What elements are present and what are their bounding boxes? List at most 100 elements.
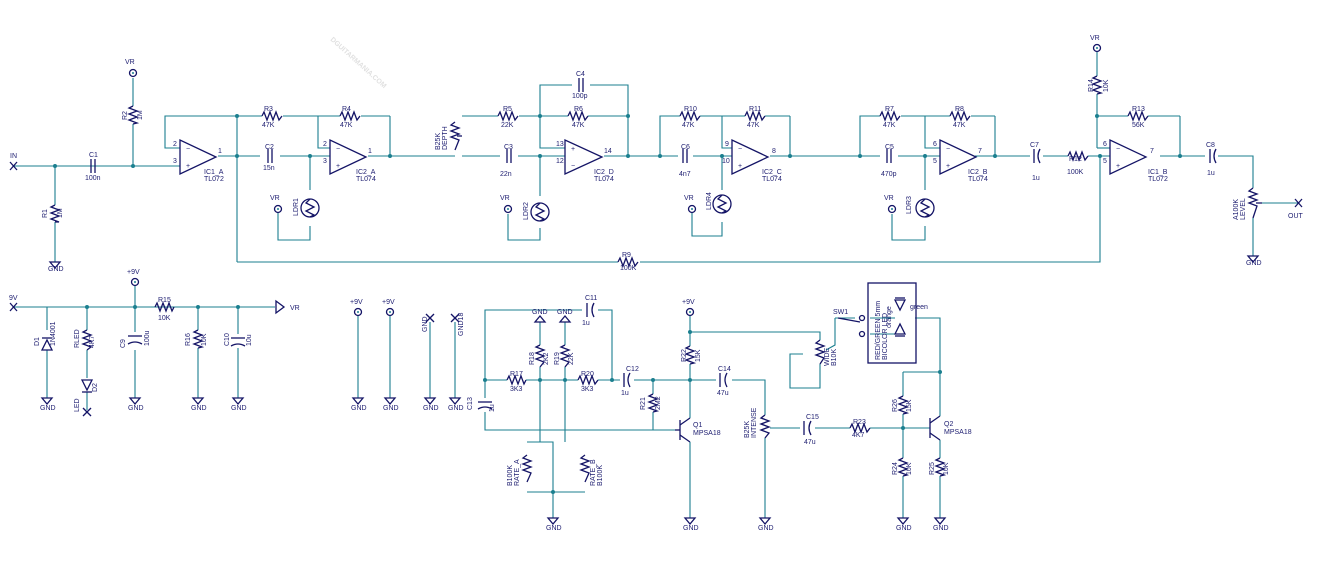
svg-text:IC2_B: IC2_B: [968, 169, 988, 176]
svg-text:IC1_B: IC1_B: [1148, 169, 1168, 176]
svg-text:7: 7: [1150, 148, 1154, 155]
svg-text:IC2_D: IC2_D: [594, 169, 614, 176]
svg-text:C13: C13: [467, 397, 474, 410]
svg-text:1: 1: [218, 148, 222, 155]
svg-text:3K3: 3K3: [581, 386, 594, 393]
svg-text:+9V: +9V: [382, 299, 395, 306]
svg-text:LEVEL: LEVEL: [1240, 198, 1247, 220]
opamps: −+ −+ +− −+ −+ −+: [179, 138, 1148, 176]
svg-text:+9V: +9V: [127, 269, 140, 276]
svg-text:7: 7: [978, 148, 982, 155]
svg-text:VR: VR: [1090, 35, 1100, 42]
svg-text:GND: GND: [896, 525, 912, 532]
svg-text:MPSA18: MPSA18: [693, 430, 721, 437]
svg-text:47K: 47K: [682, 122, 695, 129]
svg-text:6: 6: [1103, 141, 1107, 148]
svg-text:orange: orange: [886, 306, 893, 328]
svg-text:C12: C12: [626, 366, 639, 373]
svg-text:VR: VR: [684, 195, 694, 202]
ldrs: [300, 194, 935, 222]
svg-text:LDR4: LDR4: [706, 192, 713, 210]
svg-text:GND: GND: [532, 309, 548, 316]
svg-text:6: 6: [933, 141, 937, 148]
svg-text:1u: 1u: [1032, 175, 1040, 182]
svg-text:1u: 1u: [1207, 170, 1215, 177]
svg-text:47K: 47K: [262, 122, 275, 129]
svg-text:+: +: [946, 163, 950, 170]
svg-text:VR: VR: [290, 305, 300, 312]
svg-text:SW1: SW1: [833, 309, 848, 316]
svg-text:TL074: TL074: [594, 176, 614, 183]
svg-text:C1: C1: [89, 152, 98, 159]
svg-text:B100K: B100K: [507, 465, 514, 486]
svg-text:R23: R23: [853, 419, 866, 426]
svg-text:−: −: [1116, 146, 1120, 153]
switch: [837, 314, 866, 338]
svg-text:GND: GND: [683, 525, 699, 532]
svg-text:4K7: 4K7: [852, 432, 865, 439]
svg-text:3: 3: [173, 158, 177, 165]
svg-text:100K: 100K: [1067, 169, 1084, 176]
svg-text:2M2: 2M2: [655, 396, 662, 410]
svg-text:2K2: 2K2: [543, 352, 550, 365]
svg-text:C14: C14: [718, 366, 731, 373]
svg-text:R19: R19: [554, 352, 561, 365]
svg-text:B25K: B25K: [435, 133, 442, 150]
svg-text:4n7: 4n7: [679, 171, 691, 178]
svg-text:−: −: [571, 163, 575, 170]
svg-text:VR: VR: [500, 195, 510, 202]
svg-text:1M: 1M: [137, 110, 144, 120]
svg-text:B25K: B25K: [744, 421, 751, 438]
svg-text:47K: 47K: [883, 122, 896, 129]
svg-text:3: 3: [323, 158, 327, 165]
svg-text:R25: R25: [929, 462, 936, 475]
svg-text:R7: R7: [885, 106, 894, 113]
svg-text:R14: R14: [1088, 79, 1095, 92]
svg-text:4K7: 4K7: [89, 335, 96, 348]
svg-text:+: +: [738, 163, 742, 170]
svg-text:WIDE: WIDE: [824, 347, 831, 366]
svg-text:LDR3: LDR3: [906, 196, 913, 214]
svg-text:C11: C11: [585, 295, 597, 302]
svg-text:5: 5: [1103, 158, 1107, 165]
svg-text:IC1_A: IC1_A: [204, 169, 224, 176]
svg-text:1N4001: 1N4001: [50, 321, 57, 346]
svg-text:+: +: [186, 163, 190, 170]
svg-text:100u: 100u: [144, 330, 151, 346]
svg-text:TL074: TL074: [356, 176, 376, 183]
svg-text:TL072: TL072: [204, 176, 224, 183]
svg-text:GND: GND: [231, 405, 247, 412]
svg-text:IC2_A: IC2_A: [356, 169, 376, 176]
svg-text:−: −: [738, 146, 742, 153]
svg-text:GND: GND: [191, 405, 207, 412]
svg-text:DEPTH: DEPTH: [442, 126, 449, 150]
svg-text:D1: D1: [34, 337, 41, 346]
svg-text:22n: 22n: [500, 171, 512, 178]
svg-text:+: +: [336, 163, 340, 170]
transistors: [675, 415, 941, 443]
watermark: DGUITARMANIA.COM: [329, 36, 388, 90]
svg-text:+: +: [1116, 163, 1120, 170]
svg-text:−: −: [946, 146, 950, 153]
svg-text:R3: R3: [264, 106, 273, 113]
svg-text:R16: R16: [185, 333, 192, 346]
svg-text:C8: C8: [1206, 142, 1215, 149]
svg-text:10K: 10K: [906, 462, 913, 475]
svg-text:−: −: [186, 146, 190, 153]
svg-text:C5: C5: [885, 144, 894, 151]
svg-text:5: 5: [933, 158, 937, 165]
svg-text:GND: GND: [48, 266, 64, 273]
svg-text:BICOLOR LED: BICOLOR LED: [882, 313, 889, 360]
svg-text:GND: GND: [933, 525, 949, 532]
svg-text:100n: 100n: [85, 175, 101, 182]
svg-text:47K: 47K: [340, 122, 353, 129]
svg-text:GND: GND: [546, 525, 562, 532]
svg-text:1: 1: [368, 148, 372, 155]
svg-text:8: 8: [772, 148, 776, 155]
svg-text:9V: 9V: [9, 295, 18, 302]
svg-text:GND: GND: [383, 405, 399, 412]
svg-text:RLED: RLED: [74, 329, 81, 348]
